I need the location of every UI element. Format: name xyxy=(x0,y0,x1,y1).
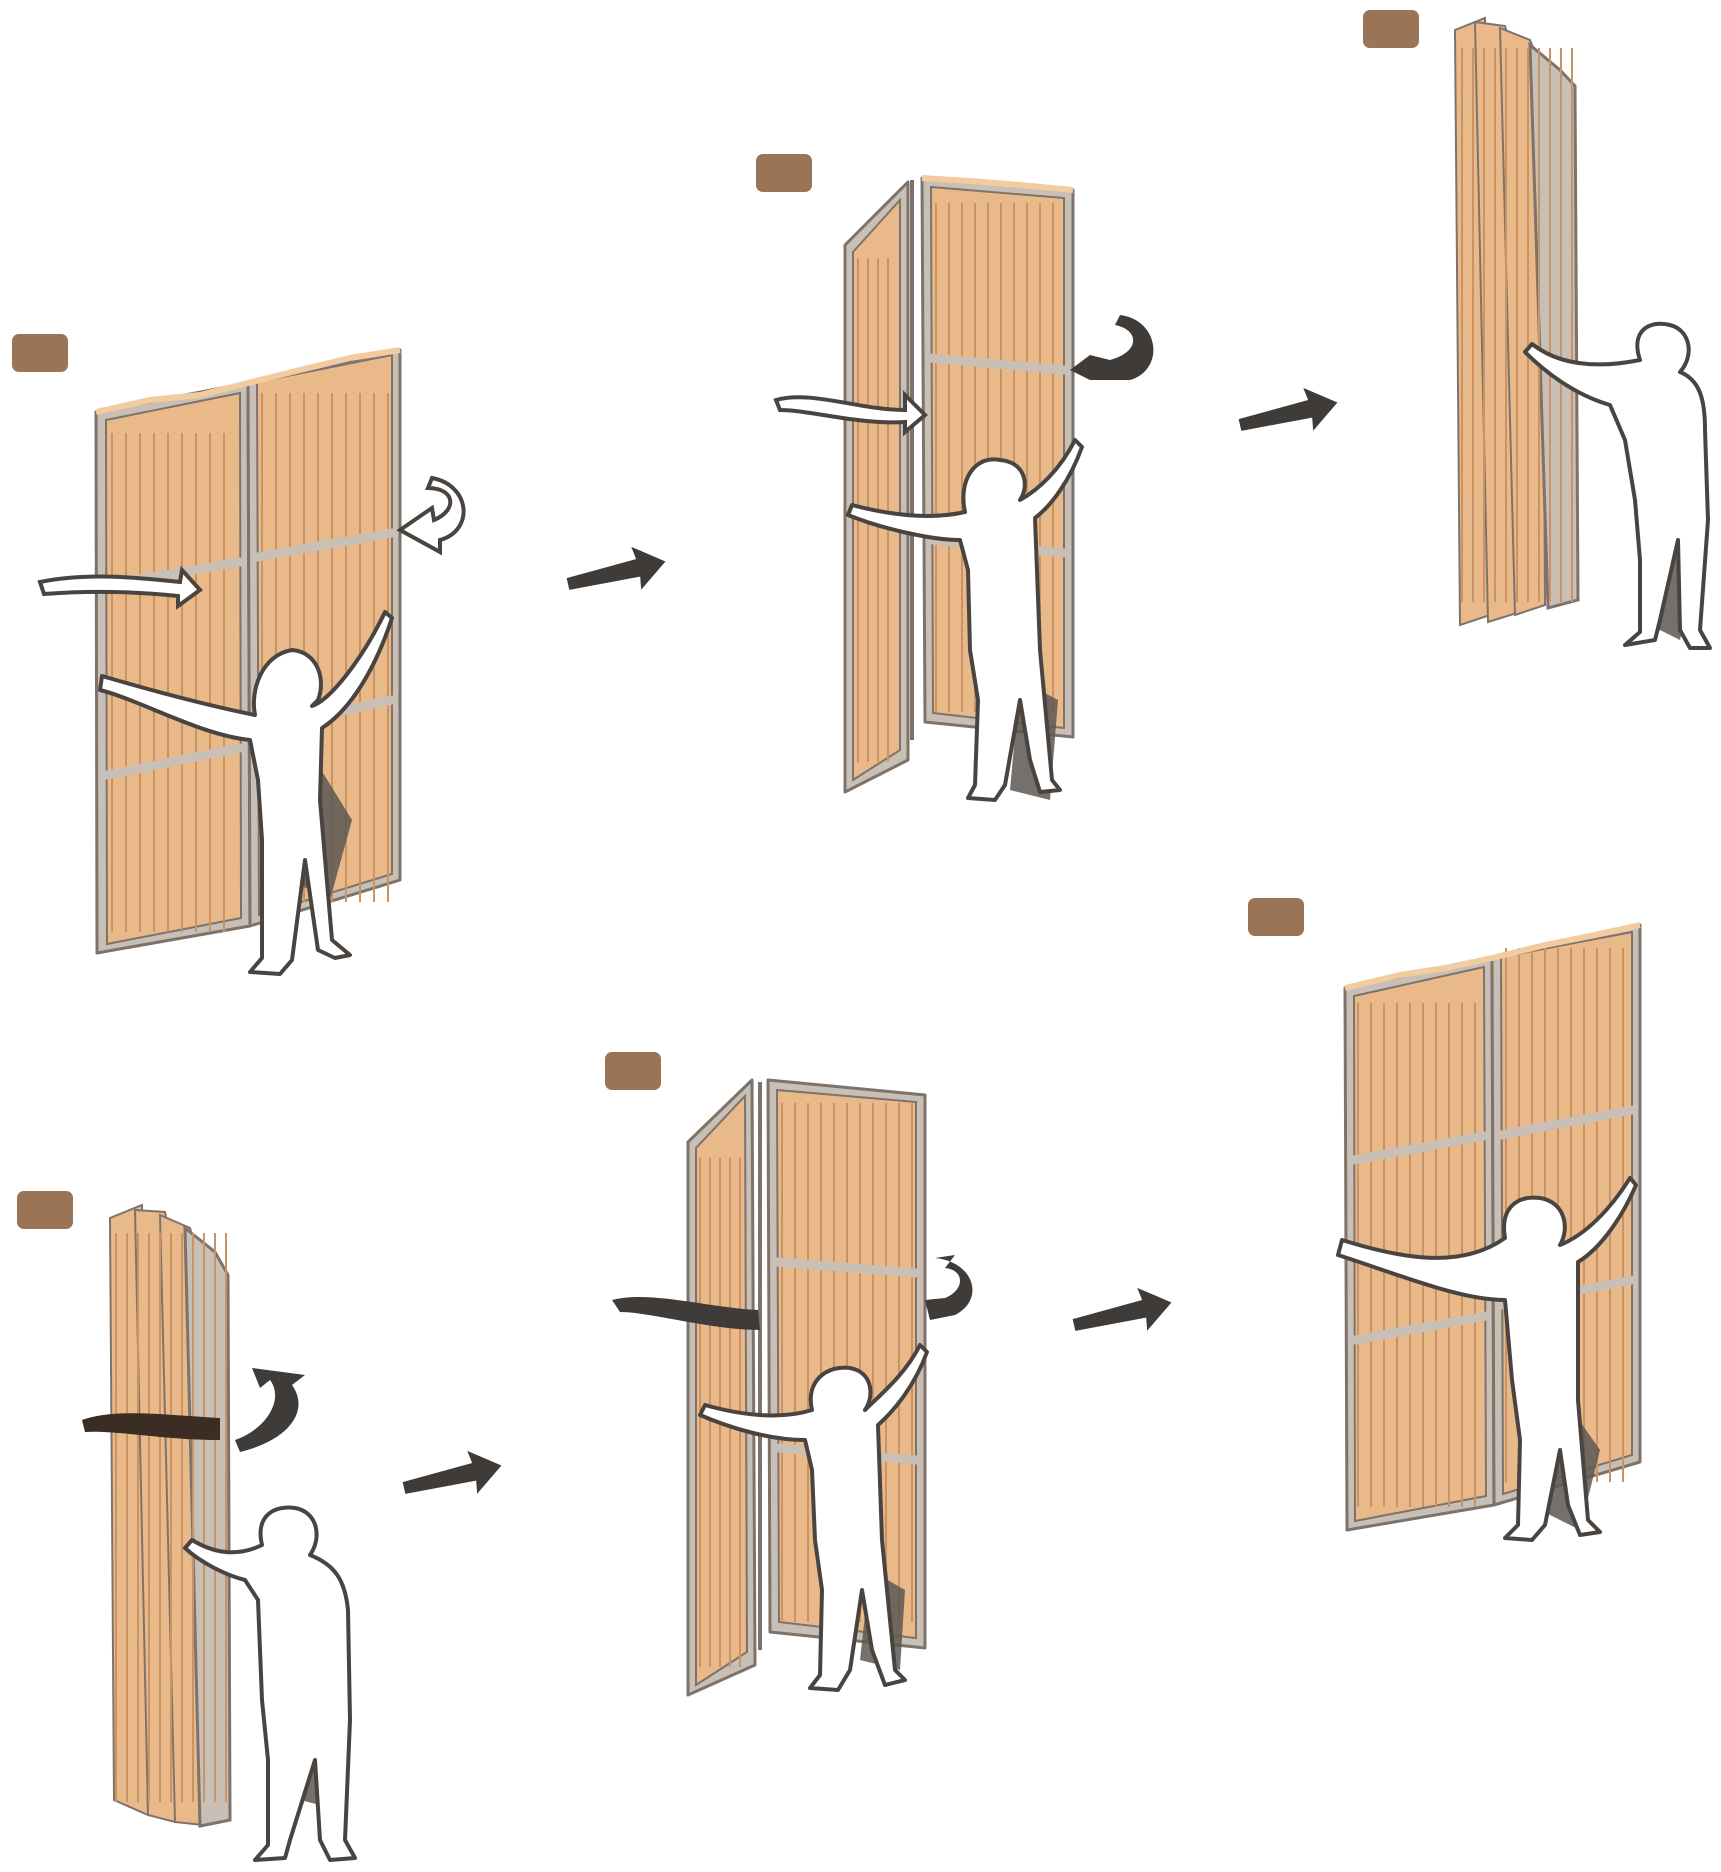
flow-arrow-1-to-2 xyxy=(563,540,670,605)
step-2-half-folded-screen xyxy=(776,178,1153,800)
step-6-unfolded-screen xyxy=(1338,925,1640,1540)
step-3-folded-stack xyxy=(1455,18,1710,648)
step-4-folded-stack xyxy=(82,1205,355,1860)
flow-arrow-5-to-6 xyxy=(1069,1281,1176,1346)
step-5-half-unfolded-screen xyxy=(612,1080,972,1695)
flow-arrow-4-to-5 xyxy=(399,1444,506,1509)
step-1-unfolded-screen xyxy=(40,350,464,974)
flow-arrow-2-to-3 xyxy=(1235,381,1342,446)
